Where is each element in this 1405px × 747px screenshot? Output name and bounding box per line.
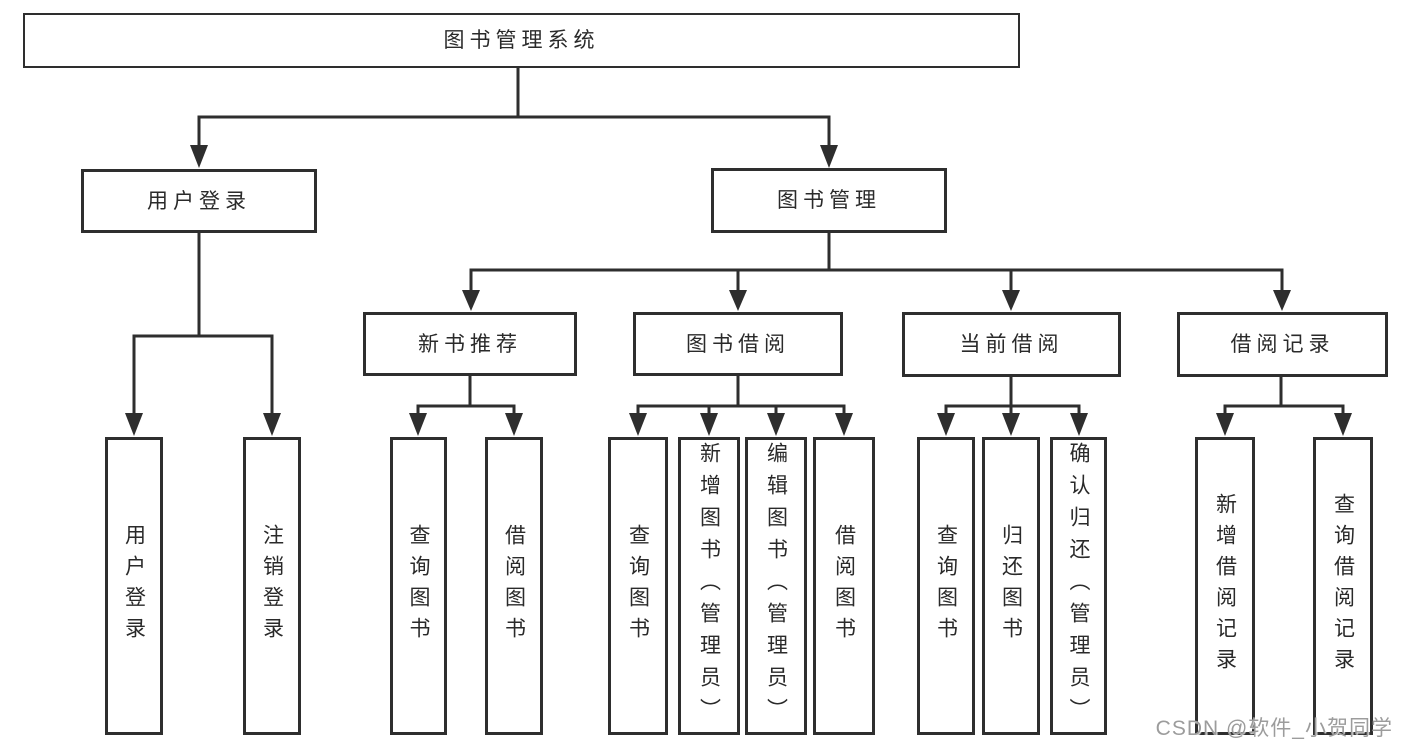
leaf-bb-add-books-admin: 新增图书（管理员） (678, 437, 740, 735)
leaf-cb-return-books-label: 归还图书 (999, 524, 1023, 648)
node-current-borrowing-label: 当前借阅 (959, 333, 1064, 356)
leaf-br-add-record-label: 新增借阅记录 (1213, 493, 1237, 679)
leaf-cb-confirm-return-admin: 确认归还（管理员） (1050, 437, 1107, 735)
leaf-logout-label: 注销登录 (260, 524, 284, 648)
node-book-borrowing: 图书借阅 (633, 312, 843, 376)
node-new-book-recommend-label: 新书推荐 (418, 332, 522, 356)
leaf-bb-query-books: 查询图书 (608, 437, 668, 735)
node-borrowing-records: 借阅记录 (1177, 312, 1388, 377)
leaf-cb-confirm-return-admin-label: 确认归还（管理员） (1067, 442, 1090, 730)
leaf-user-login: 用户登录 (105, 437, 163, 735)
node-user-login-label: 用户登录 (147, 189, 251, 213)
leaf-br-query-record: 查询借阅记录 (1313, 437, 1373, 735)
node-new-book-recommend: 新书推荐 (363, 312, 577, 376)
leaf-cb-query-books: 查询图书 (917, 437, 975, 735)
node-borrowing-records-label: 借阅记录 (1230, 333, 1335, 356)
leaf-br-add-record: 新增借阅记录 (1195, 437, 1255, 735)
leaf-bb-add-books-admin-label: 新增图书（管理员） (697, 442, 721, 730)
leaf-nbr-borrow-books-label: 借阅图书 (502, 524, 526, 648)
leaf-bb-query-books-label: 查询图书 (626, 524, 650, 648)
node-root-label: 图书管理系统 (443, 29, 600, 52)
leaf-nbr-query-books-label: 查询图书 (407, 524, 430, 648)
leaf-logout: 注销登录 (243, 437, 301, 735)
node-current-borrowing: 当前借阅 (902, 312, 1121, 377)
leaf-nbr-borrow-books: 借阅图书 (485, 437, 543, 735)
leaf-br-query-record-label: 查询借阅记录 (1331, 493, 1355, 679)
leaf-bb-borrow-books-label: 借阅图书 (832, 524, 856, 648)
node-root: 图书管理系统 (23, 13, 1020, 68)
leaf-nbr-query-books: 查询图书 (390, 437, 447, 735)
leaf-user-login-label: 用户登录 (122, 524, 146, 648)
leaf-bb-borrow-books: 借阅图书 (813, 437, 875, 735)
node-book-borrowing-label: 图书借阅 (686, 332, 790, 356)
node-user-login: 用户登录 (81, 169, 317, 233)
leaf-cb-query-books-label: 查询图书 (934, 524, 958, 648)
node-book-management: 图书管理 (711, 168, 947, 233)
leaf-bb-edit-books-admin-label: 编辑图书（管理员） (764, 442, 788, 730)
watermark: CSDN @软件_小贺同学 (1155, 717, 1393, 740)
node-book-management-label: 图书管理 (777, 189, 881, 212)
leaf-cb-return-books: 归还图书 (982, 437, 1040, 735)
leaf-bb-edit-books-admin: 编辑图书（管理员） (745, 437, 807, 735)
